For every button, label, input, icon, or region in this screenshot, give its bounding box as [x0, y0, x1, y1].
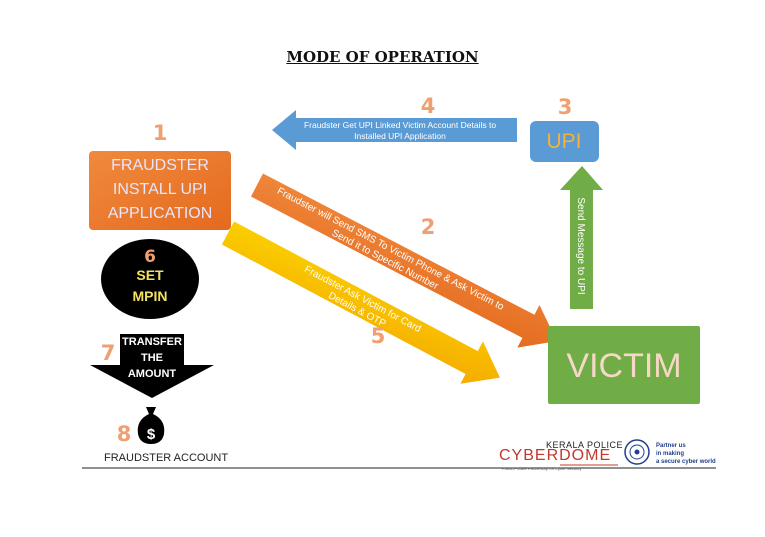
mpin-line-2: MPIN: [132, 288, 168, 304]
fraudster-line-3: APPLICATION: [107, 205, 213, 222]
mpin-line-1: SET: [136, 267, 164, 283]
arrow-4-text-line2: Installed UPI Application: [354, 131, 446, 141]
victim-label: VICTIM: [566, 347, 682, 385]
arrow-2-text-line1: Fraudster will Send SMS To Victim Phone …: [275, 186, 506, 313]
step-8-number: 8: [117, 422, 132, 446]
step-3-number: 3: [558, 95, 573, 119]
partner-line-1: Partner us: [656, 443, 686, 449]
fraudster-box-label: FRAUDSTER INSTALL UPI APPLICATION: [90, 154, 230, 226]
transfer-arrow: [90, 334, 214, 398]
fraudster-account-label: FRAUDSTER ACCOUNT: [104, 452, 229, 464]
logo-cyberdome: CYBERDOME: [499, 447, 612, 464]
step-7-number: 7: [101, 341, 116, 365]
arrow-3-victim-to-upi: Send Message to UPI: [560, 166, 603, 309]
partner-line-3: a secure cyber world: [656, 459, 716, 465]
step-5-number: 5: [371, 324, 386, 348]
partner-line-2: in making: [656, 451, 685, 457]
step-4-number: 4: [421, 94, 436, 118]
money-bag-icon: $: [137, 407, 165, 444]
step-2-number: 2: [421, 215, 436, 239]
arrow-4-text-line1: Fraudster Get UPI Linked Victim Account …: [304, 120, 496, 130]
upi-label: UPI: [546, 130, 582, 153]
arrow-3-text: Send Message to UPI: [575, 197, 586, 294]
arrow-4-upi-to-fraudster: Fraudster Get UPI Linked Victim Account …: [272, 110, 517, 150]
money-bag-symbol: $: [147, 426, 156, 443]
fraudster-line-1: FRAUDSTER: [111, 157, 209, 174]
transfer-line-2: THE: [141, 352, 163, 364]
page-title: MODE OF OPERATION: [286, 48, 479, 66]
step-1-number: 1: [153, 121, 168, 145]
logo-tagline: Public-Private Partnership for Cyber Sec…: [502, 466, 582, 471]
transfer-label: TRANSFER THE AMOUNT: [112, 334, 192, 382]
mpin-ellipse: [101, 239, 199, 319]
victim-box: [548, 326, 700, 404]
upi-box: [530, 121, 599, 162]
fraudster-line-2: INSTALL UPI: [112, 181, 208, 198]
logo-partner-text: Partner us in making a secure cyber worl…: [656, 442, 726, 466]
step-6-number: 6: [144, 247, 156, 267]
mpin-label: SET MPIN: [105, 265, 195, 307]
logo-kerala-police: KERALA POLICE: [546, 440, 624, 450]
transfer-line-3: AMOUNT: [127, 368, 177, 380]
transfer-line-1: TRANSFER: [122, 336, 182, 348]
police-emblem-icon: [624, 439, 650, 465]
fraudster-box: [89, 151, 231, 230]
